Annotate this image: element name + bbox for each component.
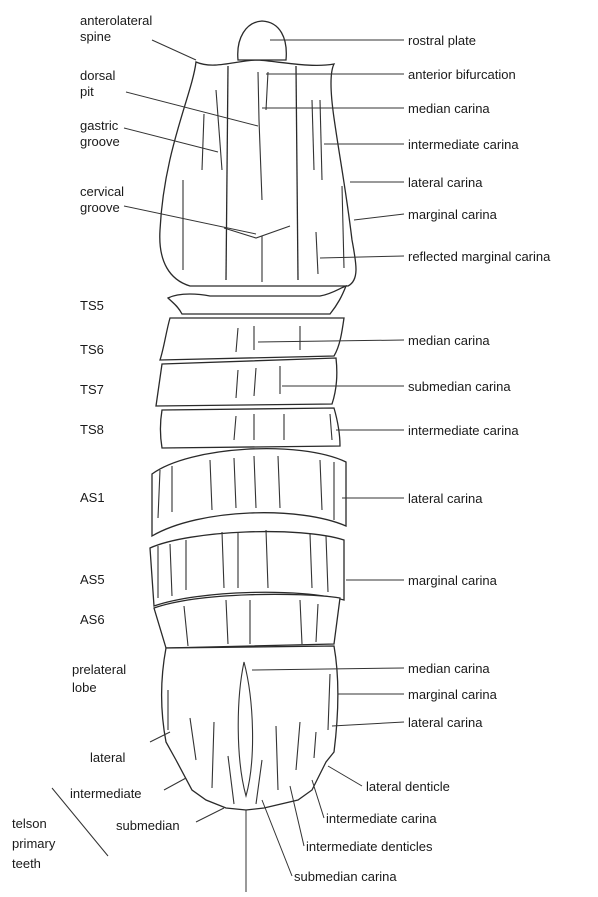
label-anterior-bifurcation: anterior bifurcation bbox=[408, 67, 516, 82]
label-intermediate: intermediate bbox=[70, 786, 142, 801]
body-outline bbox=[150, 21, 356, 892]
label-submedian: submedian bbox=[116, 818, 180, 833]
segment-ts5 bbox=[168, 286, 346, 314]
label-marginal-carina-carapace: marginal carina bbox=[408, 207, 498, 222]
label-lateral-carina-abdomen: lateral carina bbox=[408, 491, 483, 506]
label-ts8: TS8 bbox=[80, 422, 104, 437]
label-cervical-groove-2: groove bbox=[80, 200, 120, 215]
label-median-carina-carapace: median carina bbox=[408, 101, 490, 116]
label-gastric-groove-2: groove bbox=[80, 134, 120, 149]
label-as6: AS6 bbox=[80, 612, 105, 627]
label-lateral-carina-carapace: lateral carina bbox=[408, 175, 483, 190]
label-anterolateral-spine-1: anterolateral bbox=[80, 13, 152, 28]
segment-ts8 bbox=[161, 408, 341, 448]
label-prelateral-lobe-1: prelateral bbox=[72, 662, 126, 677]
label-as1: AS1 bbox=[80, 490, 105, 505]
segment-ts7 bbox=[156, 358, 337, 406]
label-rostral-plate: rostral plate bbox=[408, 33, 476, 48]
label-telson-primary-teeth-3: teeth bbox=[12, 856, 41, 871]
carapace bbox=[160, 21, 356, 286]
label-telson-primary-teeth-1: telson bbox=[12, 816, 47, 831]
label-dorsal-pit-1: dorsal bbox=[80, 68, 116, 83]
label-as5: AS5 bbox=[80, 572, 105, 587]
label-gastric-groove-1: gastric bbox=[80, 118, 119, 133]
label-prelateral-lobe-2: lobe bbox=[72, 680, 97, 695]
label-intermediate-carina-thorax: intermediate carina bbox=[408, 423, 519, 438]
label-ts6: TS6 bbox=[80, 342, 104, 357]
label-intermediate-carina-carapace: intermediate carina bbox=[408, 137, 519, 152]
label-lateral-denticle: lateral denticle bbox=[366, 779, 450, 794]
label-ts5: TS5 bbox=[80, 298, 104, 313]
label-cervical-groove-1: cervical bbox=[80, 184, 124, 199]
label-marginal-carina-abdomen: marginal carina bbox=[408, 573, 498, 588]
label-anterolateral-spine-2: spine bbox=[80, 29, 111, 44]
left-labels: anterolateral spine dorsal pit gastric g… bbox=[12, 13, 180, 871]
segment-ts6 bbox=[160, 318, 344, 360]
label-median-carina-thorax: median carina bbox=[408, 333, 490, 348]
label-lateral: lateral bbox=[90, 750, 126, 765]
label-intermediate-denticles: intermediate denticles bbox=[306, 839, 433, 854]
segment-as1 bbox=[152, 449, 346, 536]
label-submedian-carina-telson: submedian carina bbox=[294, 869, 397, 884]
label-median-carina-telson: median carina bbox=[408, 661, 490, 676]
label-ts7: TS7 bbox=[80, 382, 104, 397]
label-intermediate-carina-telson: intermediate carina bbox=[326, 811, 437, 826]
telson bbox=[162, 646, 338, 810]
label-telson-primary-teeth-2: primary bbox=[12, 836, 56, 851]
label-submedian-carina-thorax: submedian carina bbox=[408, 379, 511, 394]
label-dorsal-pit-2: pit bbox=[80, 84, 94, 99]
label-lateral-carina-telson: lateral carina bbox=[408, 715, 483, 730]
label-reflected-marginal-carina: reflected marginal carina bbox=[408, 249, 551, 264]
label-marginal-carina-telson: marginal carina bbox=[408, 687, 498, 702]
segment-as6 bbox=[154, 594, 340, 648]
